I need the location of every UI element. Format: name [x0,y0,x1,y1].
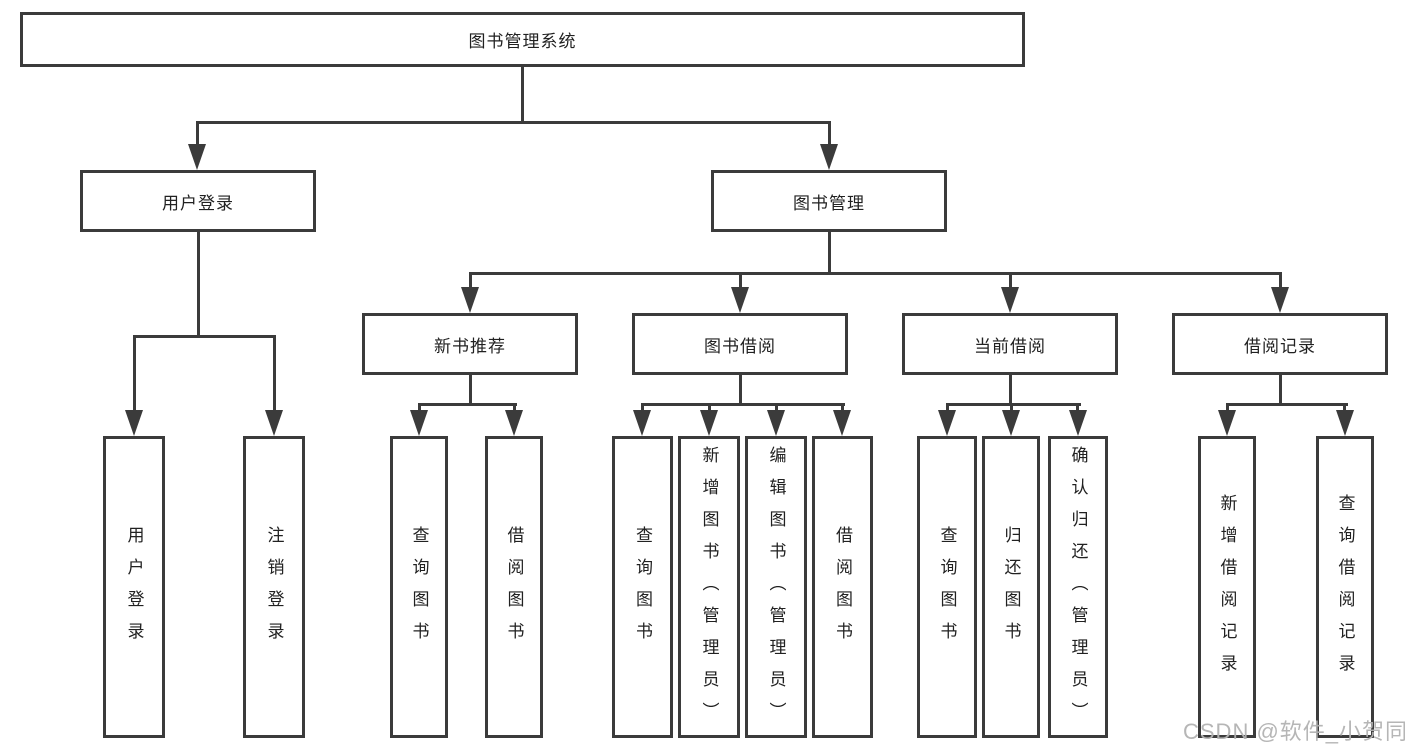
arrow-down-icon [731,287,749,313]
connector-line [133,335,276,338]
node-label: 图书借阅 [704,336,776,356]
connector-line [513,403,516,414]
node-book-management: 图书管理 [711,170,947,232]
node-current-borrowing: 当前借阅 [902,313,1118,375]
leaf-edit-books-admin: 编辑图书（管理员） [745,436,807,738]
node-label: 借阅图书 [833,526,852,654]
arrow-down-icon [188,144,206,170]
connector-line [418,403,421,414]
leaf-add-books-admin: 新增图书（管理员） [678,436,740,738]
arrow-down-icon [633,410,651,436]
arrow-down-icon [1218,410,1236,436]
node-label: 归还图书 [1001,526,1021,654]
connector-line [641,403,644,414]
leaf-borrow-books-recommend: 借阅图书 [485,436,543,738]
node-label: 查询图书 [937,526,957,654]
leaf-confirm-return-admin: 确认归还（管理员） [1048,436,1108,738]
node-label: 新书推荐 [434,336,506,356]
connector-line [469,272,472,291]
csdn-watermark: CSDN @软件_小贺同学 [1183,719,1405,744]
arrow-down-icon [1271,287,1289,313]
arrow-down-icon [938,410,956,436]
connector-line [1279,375,1282,406]
connector-line [133,335,136,413]
arrow-down-icon [410,410,428,436]
leaf-logout: 注销登录 [243,436,305,738]
arrow-down-icon [820,144,838,170]
node-label: 用户登录 [162,193,234,213]
node-label: 当前借阅 [974,336,1046,356]
leaf-query-books-recommend: 查询图书 [390,436,448,738]
node-label: 编辑图书（管理员） [766,446,786,734]
node-label: 查询图书 [633,526,652,654]
connector-line [521,67,524,124]
arrow-down-icon [1001,287,1019,313]
connector-line [196,121,199,148]
connector-line [775,403,778,414]
node-borrowing-records: 借阅记录 [1172,313,1388,375]
node-label: 注销登录 [264,526,284,654]
connector-line [1343,403,1346,414]
leaf-user-login: 用户登录 [103,436,165,738]
node-label: 图书管理 [793,193,865,213]
connector-line [197,232,200,338]
leaf-query-books-current: 查询图书 [917,436,977,738]
node-library-management-system: 图书管理系统 [20,12,1025,67]
connector-line [641,403,845,406]
leaf-add-borrow-record: 新增借阅记录 [1198,436,1256,738]
connector-line [946,403,1081,406]
arrow-down-icon [1069,410,1087,436]
leaf-borrow-books-borrowing: 借阅图书 [812,436,873,738]
connector-line [1076,403,1079,414]
connector-line [1010,403,1013,414]
connector-line [708,403,711,414]
arrow-down-icon [700,410,718,436]
node-label: 借阅记录 [1244,336,1316,356]
connector-line [841,403,844,414]
arrow-down-icon [767,410,785,436]
node-new-book-recommend: 新书推荐 [362,313,578,375]
node-user-login: 用户登录 [80,170,316,232]
node-label: 查询图书 [409,526,429,654]
node-label: 查询借阅记录 [1335,494,1355,686]
arrow-down-icon [1002,410,1020,436]
connector-line [196,121,831,124]
connector-line [739,375,742,406]
leaf-query-books-borrowing: 查询图书 [612,436,673,738]
connector-line [739,272,742,291]
connector-line [946,403,949,414]
connector-line [1009,375,1012,406]
arrow-down-icon [461,287,479,313]
leaf-query-borrow-record: 查询借阅记录 [1316,436,1374,738]
connector-line [469,272,1282,275]
connector-line [1009,272,1012,291]
connector-line [273,335,276,413]
arrow-down-icon [125,410,143,436]
node-label: 新增借阅记录 [1217,494,1237,686]
arrow-down-icon [833,410,851,436]
arrow-down-icon [505,410,523,436]
node-label: 借阅图书 [504,526,524,654]
connector-line [828,232,831,275]
arrow-down-icon [1336,410,1354,436]
node-label: 确认归还（管理员） [1068,446,1088,734]
node-label: 新增图书（管理员） [699,446,719,734]
node-label: 图书管理系统 [468,32,577,51]
connector-line [828,121,831,148]
connector-line [1226,403,1348,406]
node-book-borrowing: 图书借阅 [632,313,848,375]
leaf-return-books: 归还图书 [982,436,1040,738]
connector-line [418,403,517,406]
connector-line [1226,403,1229,414]
arrow-down-icon [265,410,283,436]
connector-line [469,375,472,406]
node-label: 用户登录 [124,526,144,654]
connector-line [1279,272,1282,291]
